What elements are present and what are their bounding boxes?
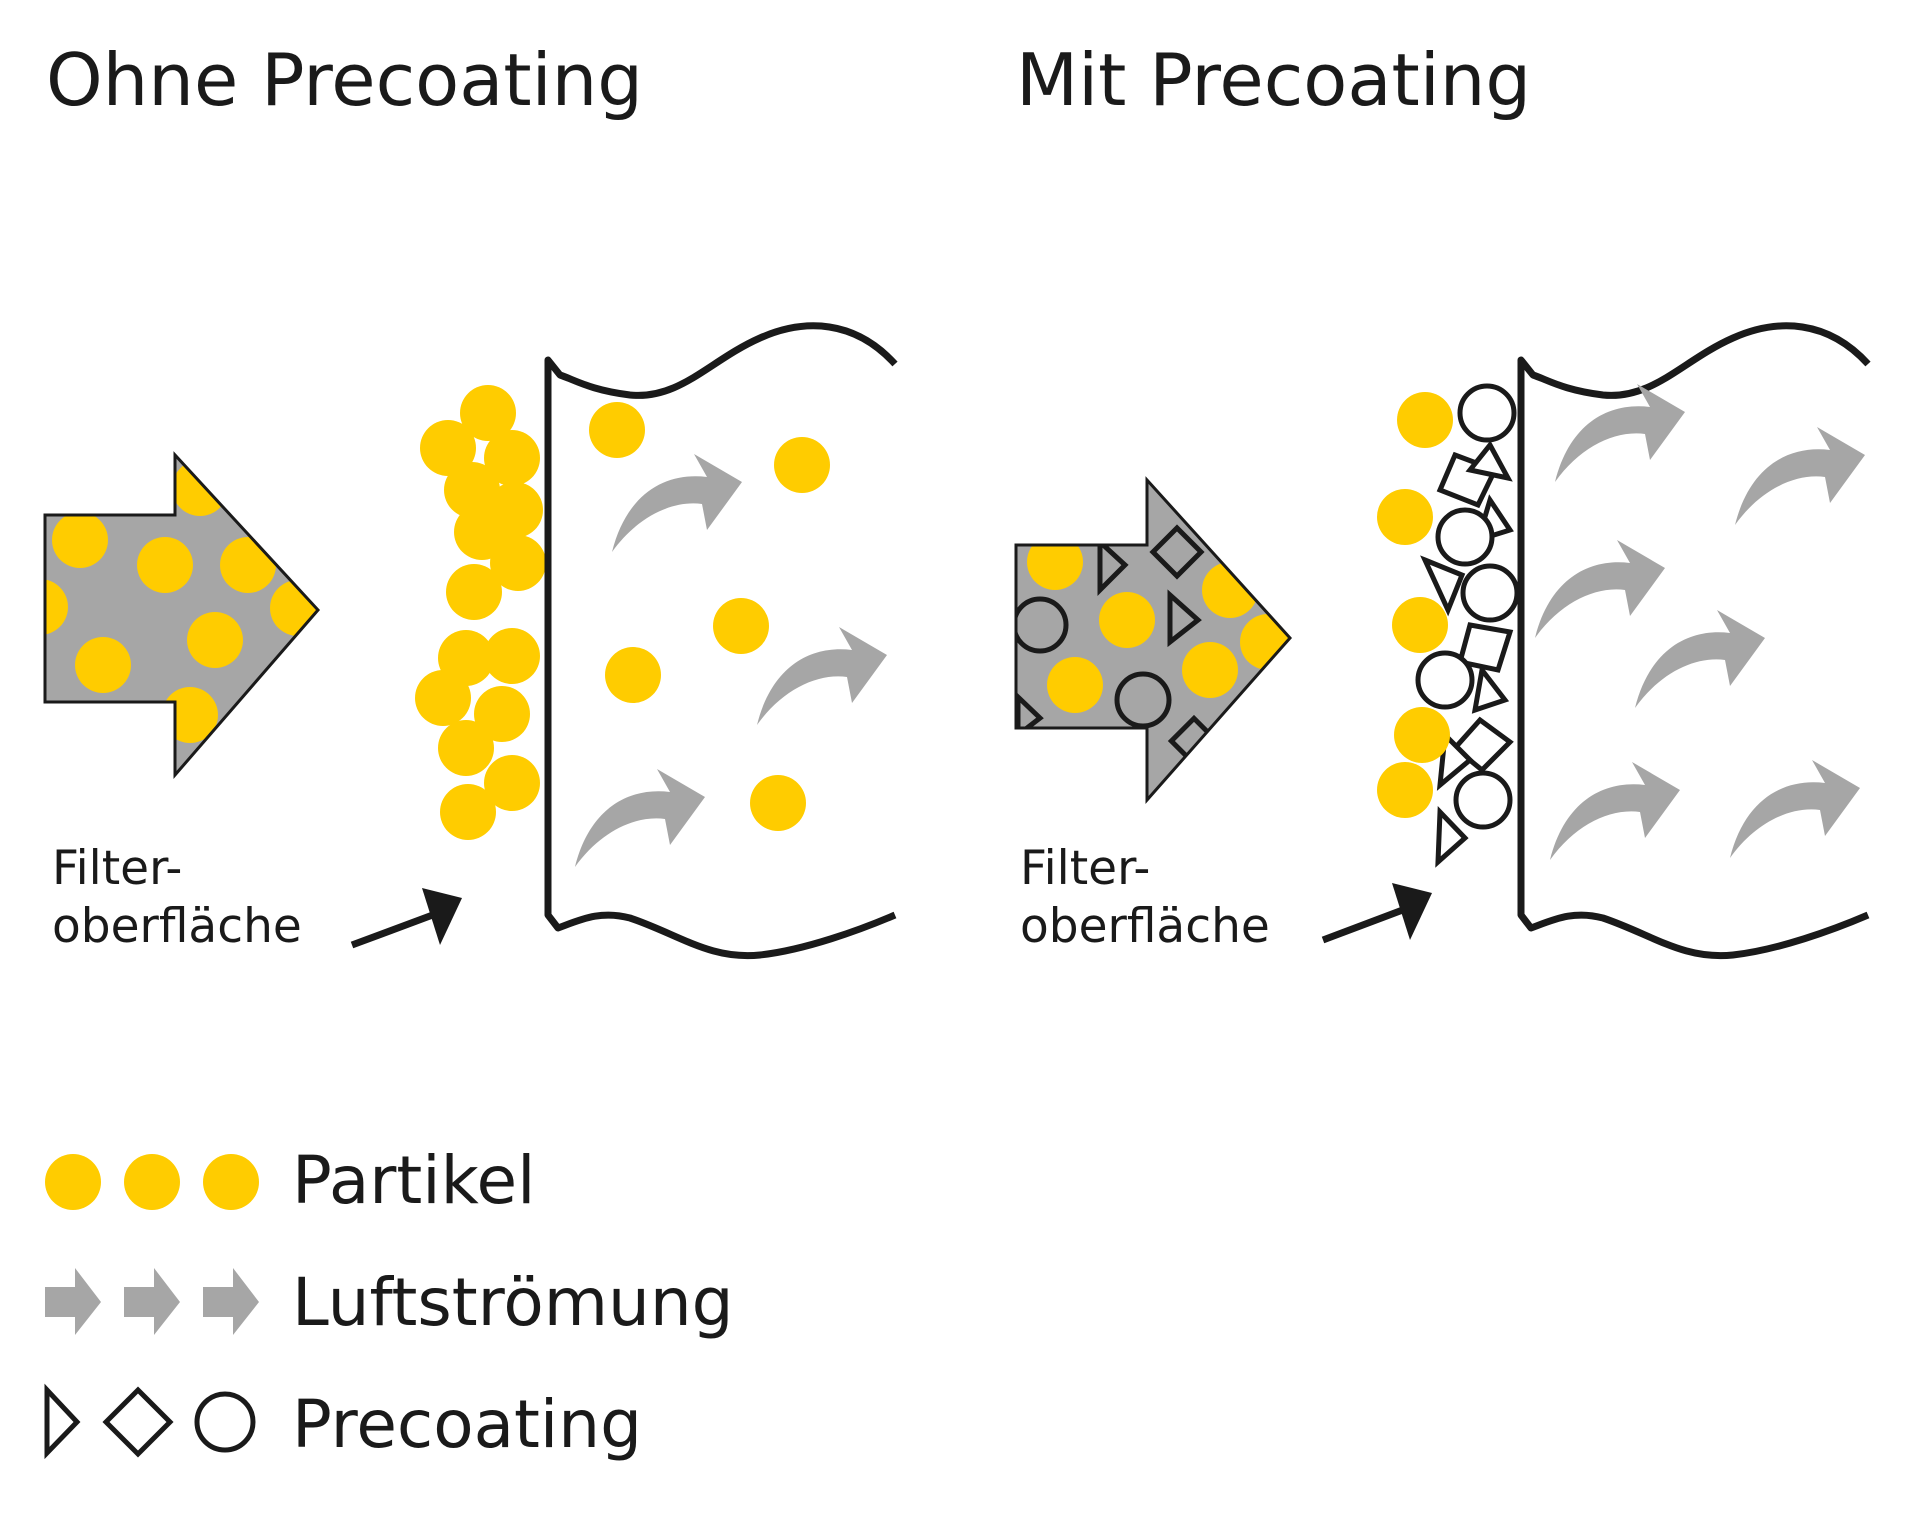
right-pointer-arrow-icon (1321, 883, 1432, 944)
curved-arrow-icon (612, 454, 742, 552)
right-outflow-arrows (1535, 384, 1865, 860)
legend-airflow-label: Luftströmung (292, 1264, 734, 1341)
right-filter-label: Filter- oberfläche (1020, 840, 1270, 956)
right-panel (1014, 322, 1871, 960)
curved-arrow-icon (1730, 760, 1860, 858)
legend-precoat-icons (44, 1383, 256, 1460)
filter-label-line1: Filter- (1020, 841, 1151, 896)
particle-icon (124, 1154, 180, 1210)
airflow-arrow-icon (45, 1268, 101, 1335)
right-filter-surface (1517, 322, 1871, 960)
legend-particles-label: Partikel (292, 1142, 536, 1219)
right-inflow-arrow (1014, 476, 1293, 804)
right-filter-cake (1377, 392, 1453, 818)
legend-airflow-icons (45, 1268, 259, 1335)
filter-label-line1: Filter- (52, 841, 183, 896)
left-panel-title: Ohne Precoating (46, 38, 643, 122)
legend-precoating-label: Precoating (292, 1386, 642, 1463)
curved-arrow-icon (575, 769, 705, 867)
precoat-layer (1415, 383, 1520, 868)
particle-icon (45, 1154, 101, 1210)
right-panel-title: Mit Precoating (1016, 38, 1532, 122)
curved-arrow-icon (1535, 540, 1665, 638)
left-panel (43, 322, 898, 960)
triangle-icon (44, 1383, 81, 1460)
left-passing-particles (589, 402, 830, 831)
airflow-arrow-icon (203, 1268, 259, 1335)
left-filter-surface (544, 322, 898, 960)
filter-label-line2: oberfläche (52, 899, 302, 954)
curved-arrow-icon (1635, 610, 1765, 708)
curved-arrow-icon (1555, 384, 1685, 482)
left-pointer-arrow-icon (350, 888, 462, 949)
curved-arrow-icon (757, 627, 887, 725)
airflow-arrow-icon (124, 1268, 180, 1335)
circle-icon (194, 1391, 256, 1453)
filter-label-line2: oberfläche (1020, 899, 1270, 954)
legend-particles-icons (45, 1154, 259, 1210)
diamond-icon (102, 1386, 174, 1458)
particle-icon (203, 1154, 259, 1210)
left-inflow-arrow (43, 451, 321, 780)
left-filter-label: Filter- oberfläche (52, 840, 302, 956)
curved-arrow-icon (1735, 427, 1865, 525)
curved-arrow-icon (1550, 762, 1680, 860)
left-filter-cake (415, 385, 546, 840)
